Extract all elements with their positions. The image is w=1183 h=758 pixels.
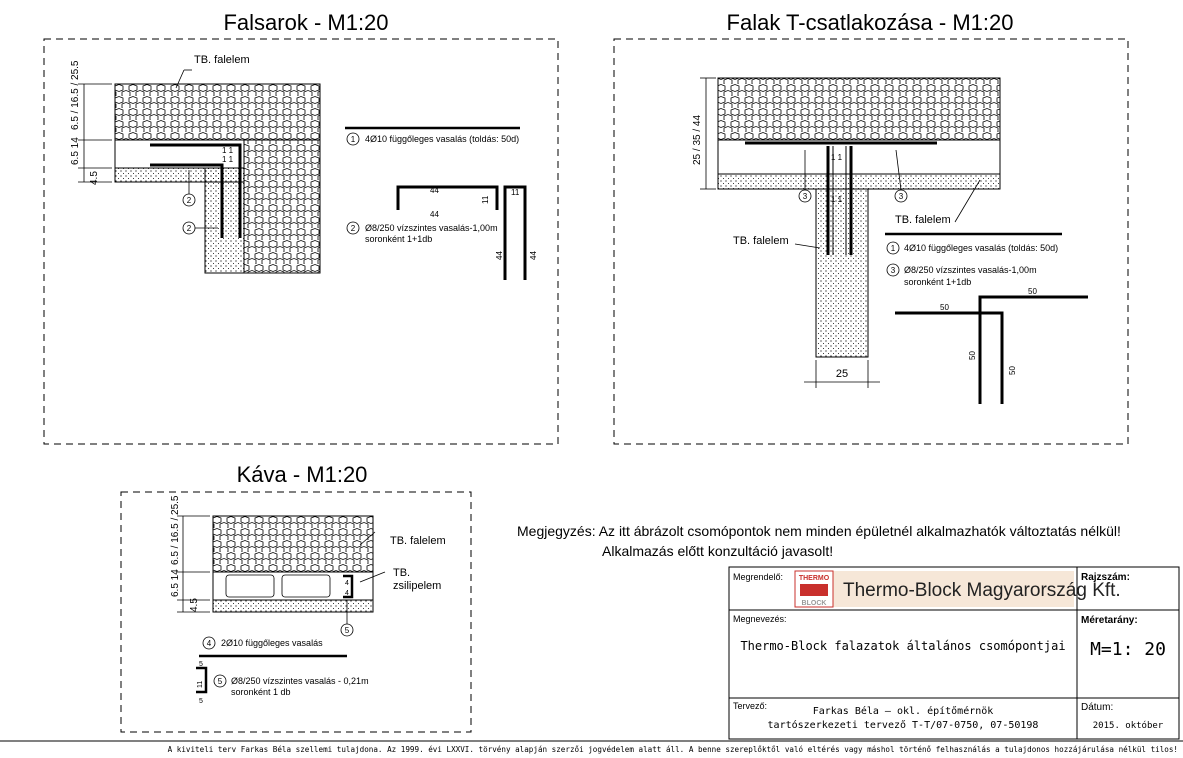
tjoint-tick-2: 1 1	[831, 195, 843, 204]
corner-rebar-inner	[150, 163, 224, 238]
kava-dim-bot: 4.5	[189, 598, 200, 612]
company-name: Thermo-Block Magyarország Kft.	[843, 580, 1121, 601]
tjoint-bar-50c: 50	[968, 351, 977, 360]
corner-note2-num: 2	[351, 224, 356, 233]
corner-bar-44d: 44	[529, 251, 538, 260]
tjoint-dim-left: 25 / 35 / 44	[692, 115, 703, 165]
corner-tick-1: 1 1	[222, 146, 234, 155]
tb-name-label: Megnevezés:	[733, 614, 787, 624]
corner-num-2b: 2	[187, 224, 192, 233]
tjoint-plaster	[717, 173, 1001, 190]
corner-note1-num: 1	[351, 135, 356, 144]
corner-tick-2: 1 1	[222, 155, 234, 164]
kava-bar-11: 11	[197, 681, 204, 688]
corner-dim-top: 6.5 / 16.5 / 25.5	[70, 60, 81, 130]
company-logo-bg	[795, 571, 1074, 607]
kava-label-tb: TB. falelem	[390, 535, 446, 547]
kava-bar-4b: 4	[345, 590, 349, 597]
corner-bar-44c: 44	[495, 251, 504, 260]
corner-plaster-v	[204, 167, 245, 274]
corner-rebar-outer	[150, 143, 242, 238]
kava-label-zs1: TB.	[393, 567, 410, 579]
tb-scale: M=1: 20	[1090, 639, 1166, 660]
tb-designer-line1: Farkas Béla – okl. építőmérnök	[813, 705, 994, 717]
kava-bar-4a: 4	[345, 580, 349, 587]
kava-bar-5b: 5	[199, 698, 203, 705]
tb-date: 2015. október	[1093, 720, 1164, 731]
tjoint-dim-25: 25	[836, 368, 848, 380]
tjoint-bar-50d: 50	[1008, 366, 1017, 375]
tjoint-num-3a: 3	[803, 192, 808, 201]
corner-bar-11a: 11	[481, 195, 490, 204]
corner-num-2a: 2	[187, 196, 192, 205]
corner-title: Falsarok - M1:20	[223, 10, 388, 35]
tjoint-note1-num: 1	[891, 244, 896, 253]
kava-title: Káva - M1:20	[237, 462, 368, 487]
kava-dim-top: 6.5 / 16.5 / 25.5	[170, 495, 181, 565]
tjoint-bar-50a: 50	[940, 303, 949, 312]
corner-bar-11b: 11	[511, 188, 520, 197]
kava-bar-5a: 5	[199, 661, 203, 668]
corner-wall-right	[243, 139, 321, 274]
tjoint-note3: Ø8/250 vízszintes vasalás-1,00m	[904, 265, 1037, 275]
tb-date-label: Dátum:	[1081, 702, 1113, 713]
corner-note1: 4Ø10 függőleges vasalás (toldás: 50d)	[365, 134, 519, 144]
tjoint-label-tb-left: TB. falelem	[733, 235, 789, 247]
tjoint-frame	[613, 38, 1129, 445]
footer-copyright: A kiviteli terv Farkas Béla szellemi tul…	[168, 745, 1178, 754]
tjoint-note3-num: 3	[891, 266, 896, 275]
corner-bar-44b: 44	[430, 210, 439, 219]
tjoint-label-tb-right: TB. falelem	[895, 214, 951, 226]
corner-bar-44a: 44	[430, 186, 439, 195]
tjoint-tick-1: 1 1	[831, 153, 843, 162]
tb-drawing-no-label: Rajzszám:	[1081, 572, 1130, 583]
tb-designer-line2: tartószerkezeti tervező T-T/07-0750, 07-…	[768, 719, 1039, 731]
notice-line-2: Alkalmazás előtt konzultáció javasolt!	[602, 543, 833, 559]
tjoint-inner-shell	[717, 139, 1001, 175]
title-block: Megrendelő: THERMO BLOCK Thermo-Block Ma…	[728, 566, 1180, 740]
kava-frame	[120, 491, 472, 733]
tjoint-wall-top	[717, 77, 1001, 141]
tjoint-bar-50b: 50	[1028, 287, 1037, 296]
kava-note5-num: 5	[218, 677, 223, 686]
kava-note5: Ø8/250 vízszintes vasalás - 0,21m	[231, 676, 369, 686]
tjoint-title: Falak T-csatlakozása - M1:20	[727, 10, 1014, 35]
tjoint-stem	[815, 188, 869, 358]
logo-text-top: THERMO	[799, 575, 830, 582]
tjoint-drawing: Falak T-csatlakozása - M1:20 1 1 1 1 25 …	[613, 10, 1129, 445]
corner-dim-bot: 4.5	[89, 171, 100, 185]
kava-dim-mid: 6.5 14	[170, 569, 181, 597]
tjoint-note1: 4Ø10 függőleges vasalás (toldás: 50d)	[904, 243, 1058, 253]
tb-designer-label: Tervező:	[733, 701, 767, 711]
corner-dim-mid: 6.5 14	[70, 137, 81, 165]
kava-num-5: 5	[345, 626, 350, 635]
kava-note5b: soronként 1 db	[231, 687, 291, 697]
tb-scale-label: Méretarány:	[1081, 615, 1138, 626]
tb-client-label: Megrendelő:	[733, 572, 783, 582]
logo-text-bot: BLOCK	[802, 600, 827, 607]
tjoint-num-3b: 3	[899, 192, 904, 201]
kava-note4: 2Ø10 függőleges vasalás	[221, 638, 323, 648]
kava-wall-top	[212, 515, 374, 573]
tjoint-note3b: soronként 1+1db	[904, 277, 971, 287]
corner-label-tb: TB. falelem	[194, 54, 250, 66]
corner-note2: Ø8/250 vízszintes vasalás-1,00m	[365, 223, 498, 233]
corner-wall-top	[114, 83, 321, 141]
tb-name: Thermo-Block falazatok általános csomópo…	[740, 639, 1065, 653]
notice-line-1: Megjegyzés: Az itt ábrázolt csomópontok …	[517, 523, 1121, 539]
corner-drawing: Falsarok - M1:20 1 1 1 1 TB. falelem 2 2…	[43, 10, 559, 445]
kava-label-zs2: zsilipelem	[393, 580, 441, 592]
kava-plaster	[212, 599, 374, 613]
kava-drawing: Káva - M1:20 4 4 TB. falelem TB. zsilipe…	[120, 462, 472, 733]
kava-note4-num: 4	[207, 639, 212, 648]
corner-note2b: soronként 1+1db	[365, 234, 432, 244]
corner-frame	[43, 38, 559, 445]
